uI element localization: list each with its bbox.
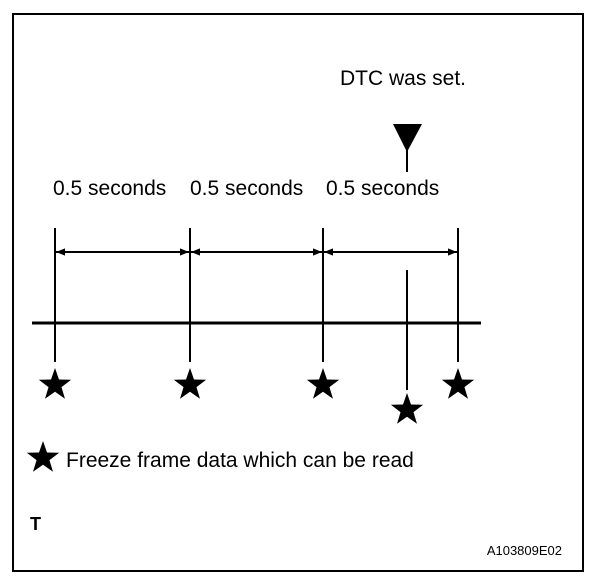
diagram-border xyxy=(12,13,584,572)
interval-label-3: 0.5 seconds xyxy=(326,177,439,200)
star-group xyxy=(38,368,475,424)
star-icon xyxy=(173,368,207,399)
down-triangle-icon xyxy=(393,124,422,152)
star-icon xyxy=(441,368,475,399)
dtc-label: DTC was set. xyxy=(340,67,466,90)
star-icon xyxy=(38,368,72,399)
corner-mark: T xyxy=(30,514,41,534)
legend-text: Freeze frame data which can be read xyxy=(66,449,414,472)
star-icon xyxy=(306,368,340,399)
star-icon xyxy=(390,393,424,424)
star-icon xyxy=(26,441,60,472)
interval-label-2: 0.5 seconds xyxy=(190,177,303,200)
figure-id: A103809E02 xyxy=(487,543,562,558)
interval-label-1: 0.5 seconds xyxy=(53,177,166,200)
legend: Freeze frame data which can be read xyxy=(26,441,414,472)
